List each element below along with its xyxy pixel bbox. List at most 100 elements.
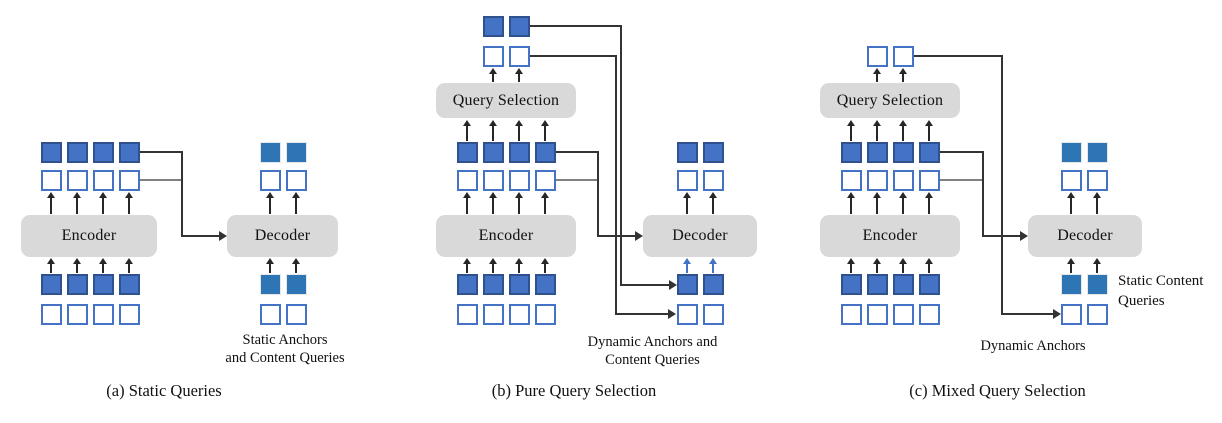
arrow-up-icon: [682, 192, 691, 214]
arrow-up-icon: [898, 258, 907, 273]
filled-square: [509, 274, 530, 295]
static-filled-square: [260, 274, 281, 295]
open-square: [919, 170, 940, 191]
selected-anchor-line: [530, 55, 617, 57]
encoder-position-line: [940, 179, 984, 181]
decoder-output-positions-row: [677, 170, 724, 191]
arrow-up-icon: [265, 258, 274, 273]
encoder-output-line: [940, 151, 984, 153]
filled-square: [93, 142, 114, 163]
open-square: [260, 170, 281, 191]
query-selection-box: Query Selection: [820, 83, 960, 118]
annotation-line: Dynamic Anchors and: [587, 334, 718, 350]
filled-square: [41, 142, 62, 163]
filled-square: [841, 142, 862, 163]
arrow-up-icon: [462, 120, 471, 141]
filled-square: [509, 142, 530, 163]
selected-features-row: [483, 16, 530, 37]
arrow-up-icon: [872, 120, 881, 141]
arrow-up-icon: [1092, 258, 1101, 273]
filled-square: [677, 142, 698, 163]
filled-square: [703, 274, 724, 295]
arrow-up-icon: [540, 192, 549, 214]
panel-b-caption: (b) Pure Query Selection: [491, 381, 657, 400]
arrow-up-icon: [98, 192, 107, 214]
arrow-up-icon: [124, 192, 133, 214]
blue-arrow-up-icon: [682, 258, 691, 273]
selected-content-line: [530, 25, 622, 27]
arrow-up-icon: [846, 120, 855, 141]
static-filled-square: [1087, 274, 1108, 295]
open-square: [457, 170, 478, 191]
static-filled-square: [260, 142, 281, 163]
open-square: [535, 170, 556, 191]
label-line: Queries: [1118, 293, 1165, 309]
static-filled-square: [286, 274, 307, 295]
filled-square: [703, 142, 724, 163]
arrow-up-icon: [708, 192, 717, 214]
selected-anchor-line-bottom: [1001, 313, 1053, 315]
open-square: [457, 304, 478, 325]
arrow-up-icon: [462, 258, 471, 273]
open-square: [893, 46, 914, 67]
open-square: [703, 304, 724, 325]
static-content-queries-label: Static Content Queries: [1118, 271, 1222, 311]
open-square: [703, 170, 724, 191]
arrow-right-icon: [635, 231, 643, 241]
encoder-output-features-row: [457, 142, 556, 163]
encoder-input-positions-row: [841, 304, 940, 325]
arrow-right-icon: [219, 231, 227, 241]
arrow-right-icon: [669, 280, 677, 290]
arrow-up-icon: [898, 120, 907, 141]
dynamic-queries-annotation: Dynamic Anchors and Content Queries: [545, 334, 760, 369]
arrow-right-icon: [1053, 309, 1061, 319]
decoder-box: Decoder: [643, 215, 757, 257]
open-square: [286, 304, 307, 325]
filled-square: [41, 274, 62, 295]
filled-square: [535, 274, 556, 295]
static-filled-square: [1087, 142, 1108, 163]
decoder-box: Decoder: [227, 215, 338, 257]
open-square: [509, 170, 530, 191]
encoder-output-positions-row: [457, 170, 556, 191]
encoder-output-features-row: [841, 142, 940, 163]
open-square: [483, 304, 504, 325]
selected-anchor-line-bottom: [615, 313, 668, 315]
blue-arrow-up-icon: [708, 258, 717, 273]
static-content-queries-row: [260, 274, 307, 295]
open-square: [483, 170, 504, 191]
filled-square: [67, 274, 88, 295]
open-square: [509, 304, 530, 325]
filled-square: [509, 16, 530, 37]
selected-content-line-vertical: [620, 25, 622, 285]
arrow-right-icon: [1020, 231, 1028, 241]
encoder-input-features-row: [457, 274, 556, 295]
filled-square: [119, 274, 140, 295]
static-content-queries-row: [1061, 274, 1108, 295]
arrow-up-icon: [488, 258, 497, 273]
open-square: [41, 304, 62, 325]
filled-square: [483, 274, 504, 295]
arrow-up-icon: [924, 120, 933, 141]
arrow-up-icon: [514, 192, 523, 214]
annotation-line: and Content Queries: [225, 349, 345, 366]
arrow-up-icon: [898, 192, 907, 214]
encoder-input-features-row: [841, 274, 940, 295]
encoder-output-line: [556, 151, 599, 153]
open-square: [867, 304, 888, 325]
encoder-box: Encoder: [436, 215, 576, 257]
encoder-to-decoder-line: [982, 235, 1020, 237]
arrow-up-icon: [488, 192, 497, 214]
filled-square: [841, 274, 862, 295]
static-queries-annotation: Static Anchors and Content Queries: [185, 332, 385, 367]
open-square: [93, 170, 114, 191]
decoder-label: Decoder: [1057, 227, 1113, 244]
open-square: [919, 304, 940, 325]
encoder-to-decoder-line: [597, 235, 635, 237]
encoder-to-decoder-line-vertical: [181, 151, 183, 237]
encoder-label: Encoder: [862, 227, 918, 244]
decoder-box: Decoder: [1028, 215, 1142, 257]
arrow-up-icon: [488, 68, 497, 82]
open-square: [1061, 170, 1082, 191]
